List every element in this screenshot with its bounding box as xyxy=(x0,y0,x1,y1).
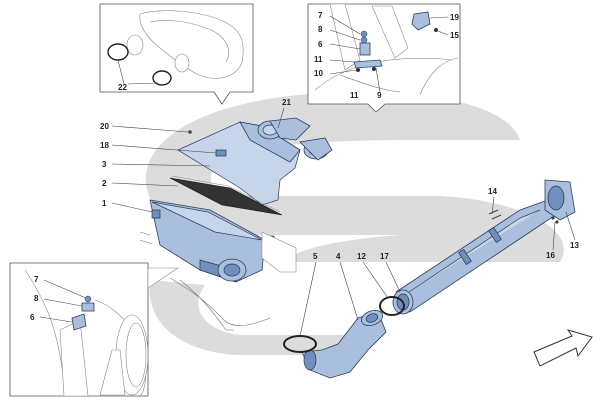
callout-7: 7 xyxy=(34,275,39,284)
callout-22: 22 xyxy=(118,83,127,92)
air-box-assembly xyxy=(139,117,333,331)
callout-11: 11 xyxy=(350,91,359,100)
inset-rings xyxy=(99,3,254,105)
intake-duct-assembly xyxy=(283,179,576,379)
callout-18: 18 xyxy=(100,141,109,150)
callout-14: 14 xyxy=(488,187,497,196)
inset-sensor-top xyxy=(307,3,461,113)
callout-7: 7 xyxy=(318,11,323,20)
callout-5: 5 xyxy=(313,252,318,261)
callout-16: 16 xyxy=(546,251,555,260)
callout-1: 1 xyxy=(102,199,107,208)
callout-labels: 22 7 8 6 11 10 11 9 19 15 21 20 18 3 2 1… xyxy=(30,11,579,322)
leader-lines xyxy=(111,107,576,337)
callout-9: 9 xyxy=(377,91,382,100)
callout-15: 15 xyxy=(450,31,459,40)
callout-10: 10 xyxy=(314,69,323,78)
inset-sensor-bottom xyxy=(9,262,179,397)
callout-21: 21 xyxy=(282,98,291,107)
callout-2: 2 xyxy=(102,179,107,188)
callout-8: 8 xyxy=(34,294,39,303)
callout-4: 4 xyxy=(336,252,341,261)
callout-13: 13 xyxy=(570,241,579,250)
callout-20: 20 xyxy=(100,122,109,131)
callout-8: 8 xyxy=(318,25,323,34)
callout-12: 12 xyxy=(357,252,366,261)
arrow-right-icon xyxy=(533,329,593,367)
callout-17: 17 xyxy=(380,252,389,261)
callout-6: 6 xyxy=(30,313,35,322)
callout-19: 19 xyxy=(450,13,459,22)
callout-6: 6 xyxy=(318,40,323,49)
callout-11: 11 xyxy=(314,55,323,64)
callout-3: 3 xyxy=(102,160,107,169)
